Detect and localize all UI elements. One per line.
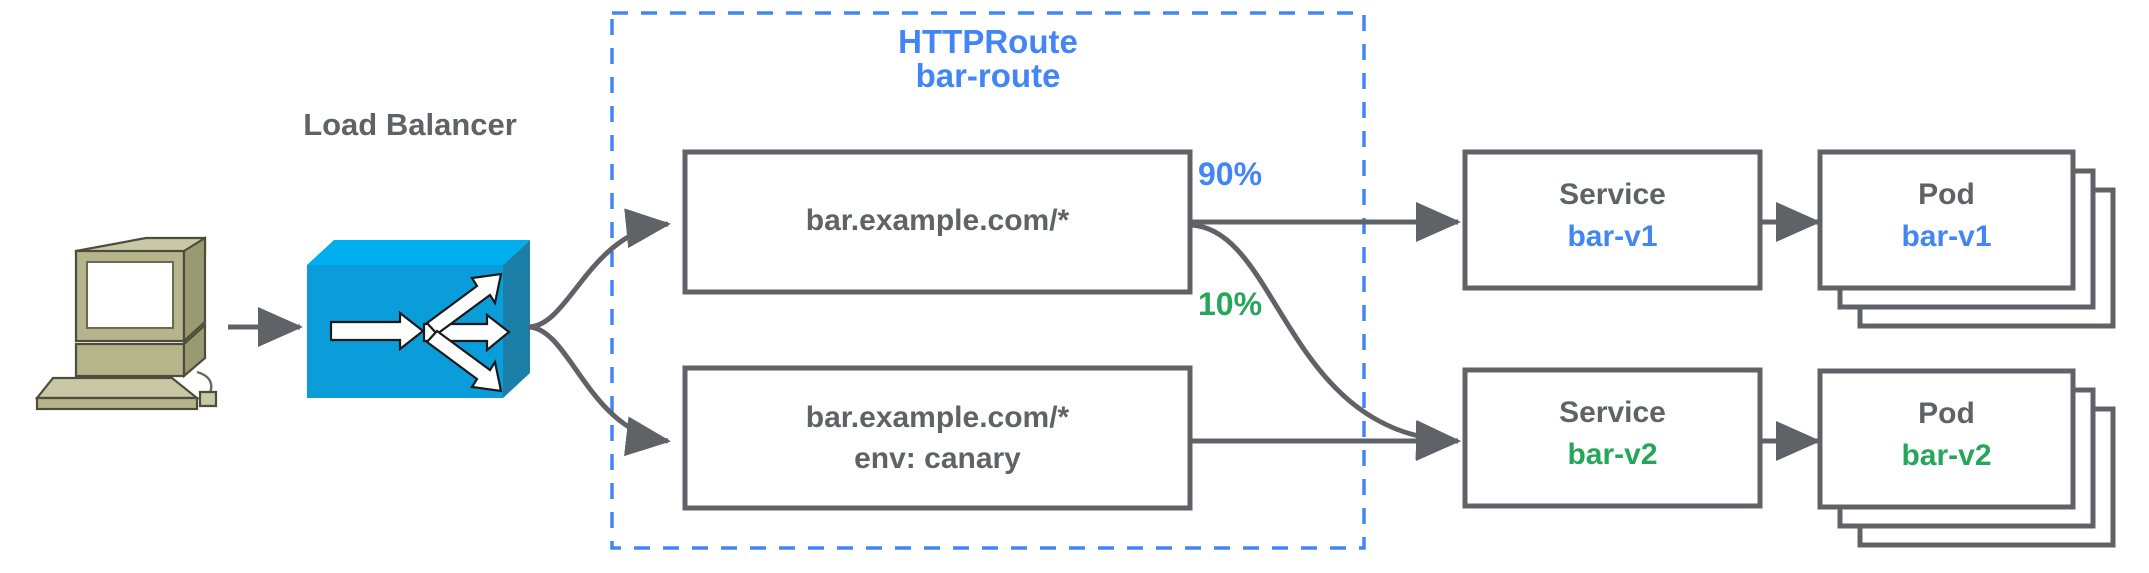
service-box-bar-v2[interactable] xyxy=(1462,367,1763,509)
httproute-group-boundary xyxy=(610,11,1366,550)
route-primary-match-label: bar.example.com/* xyxy=(805,204,1070,237)
route-box-canary[interactable] xyxy=(682,365,1193,511)
route-canary-match-label: bar.example.com/* xyxy=(805,401,1070,434)
load-balancer-icon xyxy=(307,240,530,398)
pod-replica-front[interactable] xyxy=(1817,149,2076,291)
pod-v1-kind-label: Pod xyxy=(1918,178,1975,211)
pod-stack-bar-v1[interactable] xyxy=(1817,149,2116,329)
service-v1-kind-label: Service xyxy=(1559,178,1666,211)
pod-v2-kind-label: Pod xyxy=(1918,397,1975,430)
pod-replica-front[interactable] xyxy=(1817,368,2076,510)
weight-10-label: 10% xyxy=(1198,286,1263,322)
load-balancer-label: Load Balancer xyxy=(303,107,517,142)
service-v2-kind-label: Service xyxy=(1559,396,1666,429)
service-box-bar-v1[interactable] xyxy=(1462,149,1763,291)
arrow-lb-to-route-canary xyxy=(527,324,671,457)
service-v1-name-label: bar-v1 xyxy=(1567,220,1658,253)
edge-10-to-service-v2 xyxy=(1189,222,1461,460)
workstation-icon xyxy=(34,236,218,411)
pod-v2-name-label: bar-v2 xyxy=(1901,439,1992,472)
arrow-lb-to-route-primary xyxy=(527,208,671,330)
route-canary-header-label: env: canary xyxy=(854,442,1021,475)
pod-v1-name-label: bar-v1 xyxy=(1901,220,1992,253)
weight-90-label: 90% xyxy=(1198,156,1263,192)
pod-stack-bar-v2[interactable] xyxy=(1817,368,2116,548)
httproute-kind-label: HTTPRoute xyxy=(898,23,1078,60)
service-v2-name-label: bar-v2 xyxy=(1567,438,1658,471)
httproute-name-label: bar-route xyxy=(915,57,1061,94)
